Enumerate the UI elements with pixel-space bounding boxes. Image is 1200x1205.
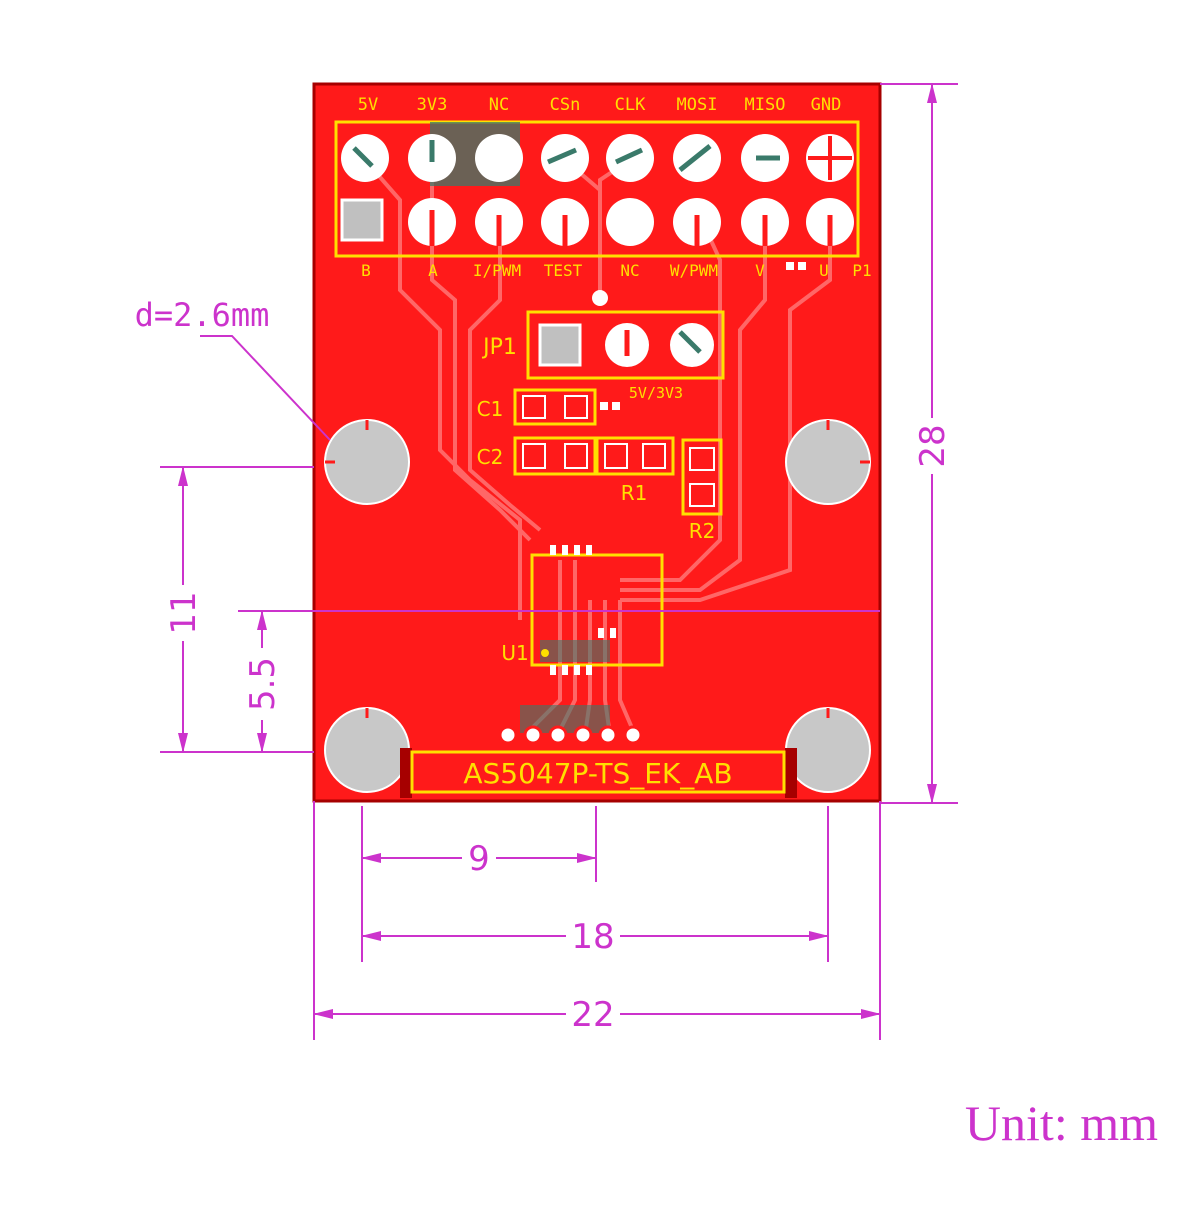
pin-label: MISO bbox=[745, 95, 786, 115]
top-pin-row bbox=[341, 134, 854, 182]
pin-label: U bbox=[819, 261, 829, 280]
bottom-test-pads bbox=[498, 725, 643, 745]
pin-label: I/PWM bbox=[473, 261, 521, 280]
dimension-labels: d=2.6mm 28 11 5.5 9 18 22 bbox=[135, 296, 953, 1035]
horizontal-hole-spacing-label: 18 bbox=[571, 917, 614, 957]
pin-label: W/PWM bbox=[670, 261, 718, 280]
board-name: AS5047P-TS_EK_AB bbox=[463, 757, 732, 790]
board-name-label: AS5047P-TS_EK_AB bbox=[400, 748, 797, 798]
top-pin-labels: 5V 3V3 NC CSn CLK MOSI MISO GND bbox=[358, 95, 842, 115]
mounting-hole bbox=[324, 707, 410, 793]
pin-label: 5V bbox=[358, 95, 378, 115]
pcb-board: 5V 3V3 NC CSn CLK MOSI MISO GND B A I/PW… bbox=[312, 82, 882, 803]
capacitor-c1: C1 bbox=[477, 388, 597, 426]
pin-label: CLK bbox=[615, 95, 646, 115]
pin-pad bbox=[541, 134, 589, 182]
pin-label: GND bbox=[811, 95, 842, 115]
jumper-jp1: JP1 5V/3V3 bbox=[481, 310, 725, 402]
pin-label: TEST bbox=[544, 261, 583, 280]
pin-label: B bbox=[361, 261, 371, 280]
pin-label: P1 bbox=[852, 261, 871, 280]
pin-label: V bbox=[755, 261, 765, 280]
resistor-r1: R1 bbox=[595, 436, 675, 505]
resistor-r2: R2 bbox=[681, 438, 723, 543]
pin1-square-pad bbox=[340, 198, 384, 242]
jumper-sublabel: 5V/3V3 bbox=[629, 384, 683, 402]
bottom-pin-row bbox=[340, 198, 854, 246]
pin-pad bbox=[475, 134, 523, 182]
mounting-hole bbox=[324, 419, 410, 505]
component-label: U1 bbox=[501, 641, 528, 665]
pin-label: MOSI bbox=[677, 95, 718, 115]
component-label: C1 bbox=[477, 397, 504, 421]
component-label: R1 bbox=[621, 481, 648, 505]
pin-pad bbox=[606, 198, 654, 246]
pin-label: CSn bbox=[550, 95, 581, 115]
bottom-pin-labels: B A I/PWM TEST NC W/PWM V U P1 bbox=[361, 261, 871, 280]
half-width-label: 9 bbox=[468, 839, 490, 879]
header-outline bbox=[334, 120, 860, 258]
copper-traces bbox=[363, 158, 832, 736]
component-label: C2 bbox=[477, 445, 504, 469]
vertical-hole-spacing-label: 11 bbox=[164, 591, 204, 634]
component-label: R2 bbox=[689, 519, 716, 543]
vertical-offset-label: 5.5 bbox=[243, 657, 283, 711]
via bbox=[592, 290, 608, 306]
pin-label: NC bbox=[489, 95, 509, 115]
hole-diameter-label: d=2.6mm bbox=[135, 296, 270, 334]
unit-note: Unit: mm bbox=[965, 1095, 1158, 1151]
mounting-hole bbox=[785, 419, 871, 505]
width-label: 22 bbox=[571, 995, 614, 1035]
height-label: 28 bbox=[913, 424, 953, 467]
mounting-hole bbox=[785, 707, 871, 793]
pin-label: 3V3 bbox=[417, 95, 448, 115]
pin-label: A bbox=[428, 261, 438, 280]
capacitor-c2: C2 bbox=[477, 436, 597, 476]
pin-label: NC bbox=[620, 261, 639, 280]
jumper-label: JP1 bbox=[481, 335, 517, 360]
